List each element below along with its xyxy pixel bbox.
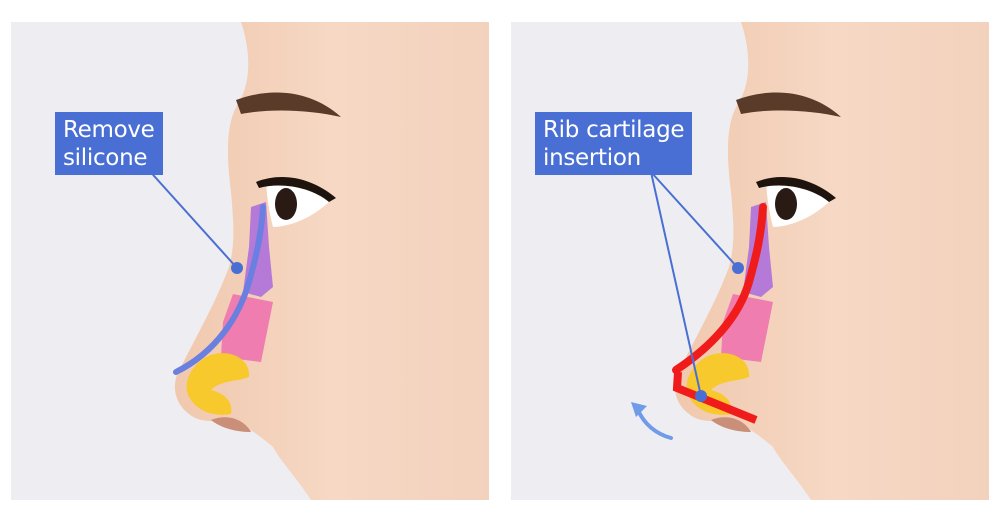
nostril-shadow <box>211 417 251 432</box>
callout-pointer-line-upper <box>650 171 739 269</box>
curved-arrow-icon <box>631 402 673 440</box>
nostril-shadow <box>711 417 751 432</box>
face-profile-illustration <box>145 22 489 500</box>
dorsal-cartilage-graft <box>672 203 767 374</box>
lashes-shape <box>256 177 336 202</box>
callout-pointer-line-lower <box>650 171 702 397</box>
face-shape <box>674 22 989 500</box>
iris-shape <box>775 188 797 220</box>
middle-cartilage-shape <box>221 294 273 362</box>
callout-pointer-line <box>145 166 238 269</box>
callout-pointer-dot-upper <box>732 262 744 274</box>
columellar-cartilage-graft <box>672 371 758 424</box>
face-shape <box>174 22 489 500</box>
callout-pointer-dot <box>231 262 243 274</box>
eyebrow-shape <box>736 92 841 117</box>
callout-remove-silicone: Remove silicone <box>55 112 163 175</box>
callout-rib-cartilage-insertion: Rib cartilage insertion <box>535 112 693 175</box>
face-profile-illustration-after <box>631 22 989 500</box>
callout-pointer-dot-lower <box>695 390 707 402</box>
iris-shape <box>275 188 297 220</box>
panel-rib-cartilage-insertion: Rib cartilage insertion <box>511 22 989 500</box>
eyebrow-shape <box>236 92 341 117</box>
panel-remove-silicone: Remove silicone <box>11 22 489 500</box>
lashes-shape <box>756 177 836 202</box>
silicone-implant-line <box>173 204 266 375</box>
alar-cartilage-shape <box>186 353 250 415</box>
